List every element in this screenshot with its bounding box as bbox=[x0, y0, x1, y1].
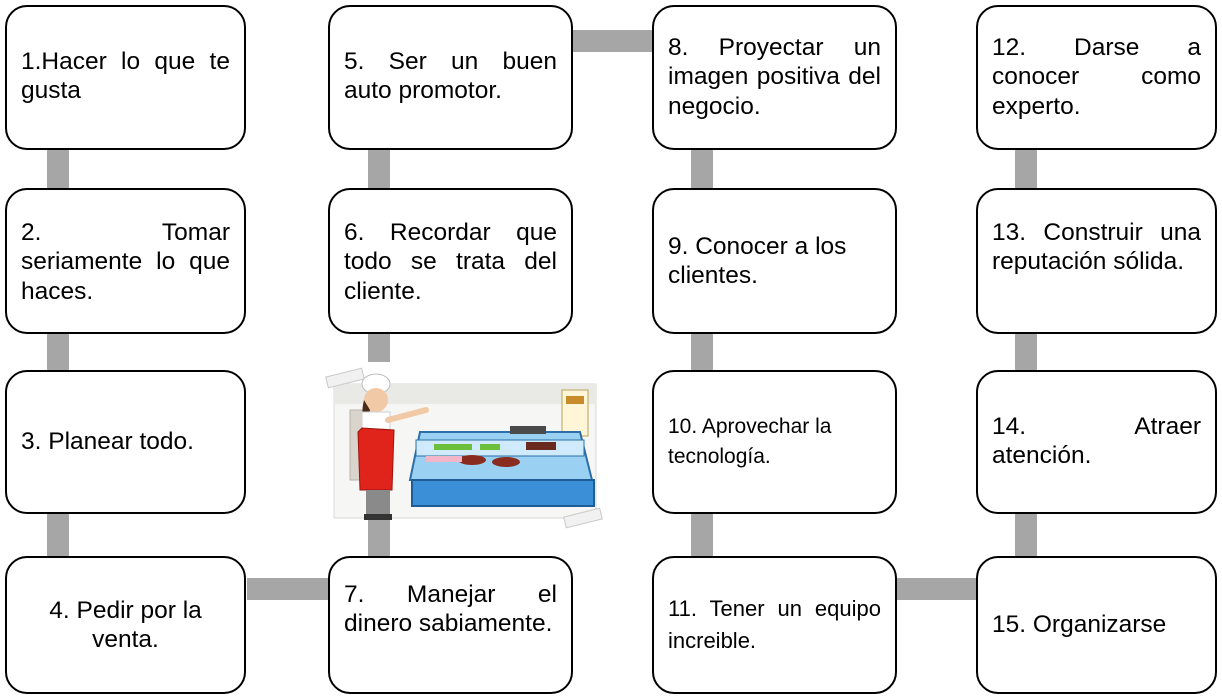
step-box-4: 4. Pedir por la venta. bbox=[5, 556, 246, 694]
step-text: 13. Construir una reputación sólida. bbox=[992, 219, 1201, 276]
step-text: 7. Manejar el dinero sabiamente. bbox=[344, 581, 557, 638]
connector-4-7 bbox=[247, 578, 331, 600]
step-text: 8. Proyectar un imagen positiva del nego… bbox=[668, 34, 881, 120]
connector-1-2 bbox=[47, 148, 69, 190]
step-box-3: 3. Planear todo. bbox=[5, 370, 246, 514]
step-box-7: 7. Manejar el dinero sabiamente. bbox=[328, 556, 573, 694]
step-text: 9. Conocer a los clientes. bbox=[668, 232, 847, 289]
step-text: 11. Tener un equipo increible. bbox=[668, 596, 881, 653]
step-box-1: 1.Hacer lo que te gusta bbox=[5, 5, 246, 150]
connector-6-5 bbox=[368, 148, 390, 190]
connector-5-8 bbox=[572, 30, 656, 52]
step-text: 1.Hacer lo que te gusta bbox=[21, 48, 230, 105]
connector-14-13 bbox=[1015, 332, 1037, 374]
step-box-14: 14. Atraer atención. bbox=[976, 370, 1217, 514]
connector-10-11 bbox=[691, 512, 713, 558]
connector-3-4 bbox=[47, 512, 69, 558]
step-box-9: 9. Conocer a los clientes. bbox=[652, 188, 897, 334]
connector-11-15 bbox=[896, 578, 980, 600]
step-text: 3. Planear todo. bbox=[21, 428, 194, 456]
step-text: 2. Tomar seriamente lo que haces. bbox=[21, 219, 230, 305]
shopkeeper-image bbox=[333, 373, 597, 520]
shop-counter-illustration bbox=[325, 367, 603, 530]
connector-15-14 bbox=[1015, 512, 1037, 558]
step-box-11: 11. Tener un equipo increible. bbox=[652, 556, 897, 694]
connector-13-12 bbox=[1015, 148, 1037, 190]
step-text: 15. Organizarse bbox=[992, 611, 1167, 639]
step-text: 12. Darse a conocer como experto. bbox=[992, 34, 1201, 120]
step-box-12: 12. Darse a conocer como experto. bbox=[976, 5, 1217, 150]
step-text: 4. Pedir por la venta. bbox=[49, 596, 202, 653]
connector-6-down bbox=[368, 332, 390, 362]
connector-7-6 bbox=[368, 512, 390, 558]
step-box-6: 6. Recordar que todo se trata del client… bbox=[328, 188, 573, 334]
step-box-2: 2. Tomar seriamente lo que haces. bbox=[5, 188, 246, 334]
step-box-13: 13. Construir una reputación sólida. bbox=[976, 188, 1217, 334]
connector-9-10 bbox=[691, 332, 713, 374]
connector-8-9 bbox=[691, 148, 713, 190]
connector-2-3 bbox=[47, 332, 69, 374]
step-box-8: 8. Proyectar un imagen positiva del nego… bbox=[652, 5, 897, 150]
step-text: 14. Atraer atención. bbox=[992, 413, 1201, 470]
step-text: 6. Recordar que todo se trata del client… bbox=[344, 219, 557, 305]
step-box-10: 10. Aprovechar la tecnología. bbox=[652, 370, 897, 514]
step-text: 10. Aprovechar la tecnología. bbox=[668, 414, 832, 468]
step-box-15: 15. Organizarse bbox=[976, 556, 1217, 694]
step-box-5: 5. Ser un buen auto promotor. bbox=[328, 5, 573, 150]
step-text: 5. Ser un buen auto promotor. bbox=[344, 48, 557, 105]
